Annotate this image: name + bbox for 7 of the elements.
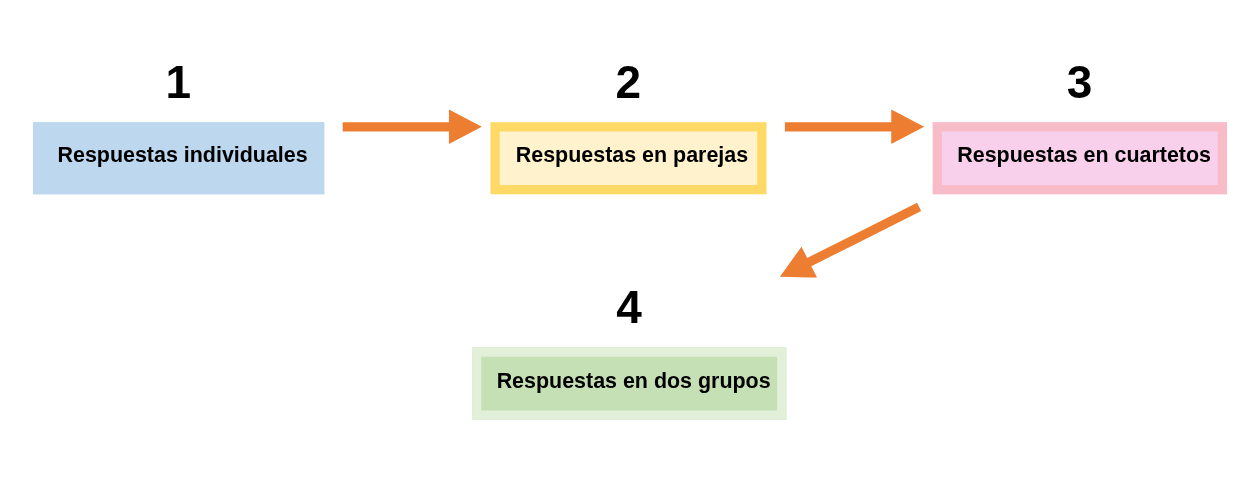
node-label: 1 (165, 55, 192, 108)
node-label: 4 (616, 281, 642, 334)
arrow (779, 202, 922, 278)
node-label: 2 (615, 55, 642, 108)
node-label: 3 (1066, 55, 1093, 108)
arrow (784, 109, 925, 145)
arrow (342, 109, 482, 145)
